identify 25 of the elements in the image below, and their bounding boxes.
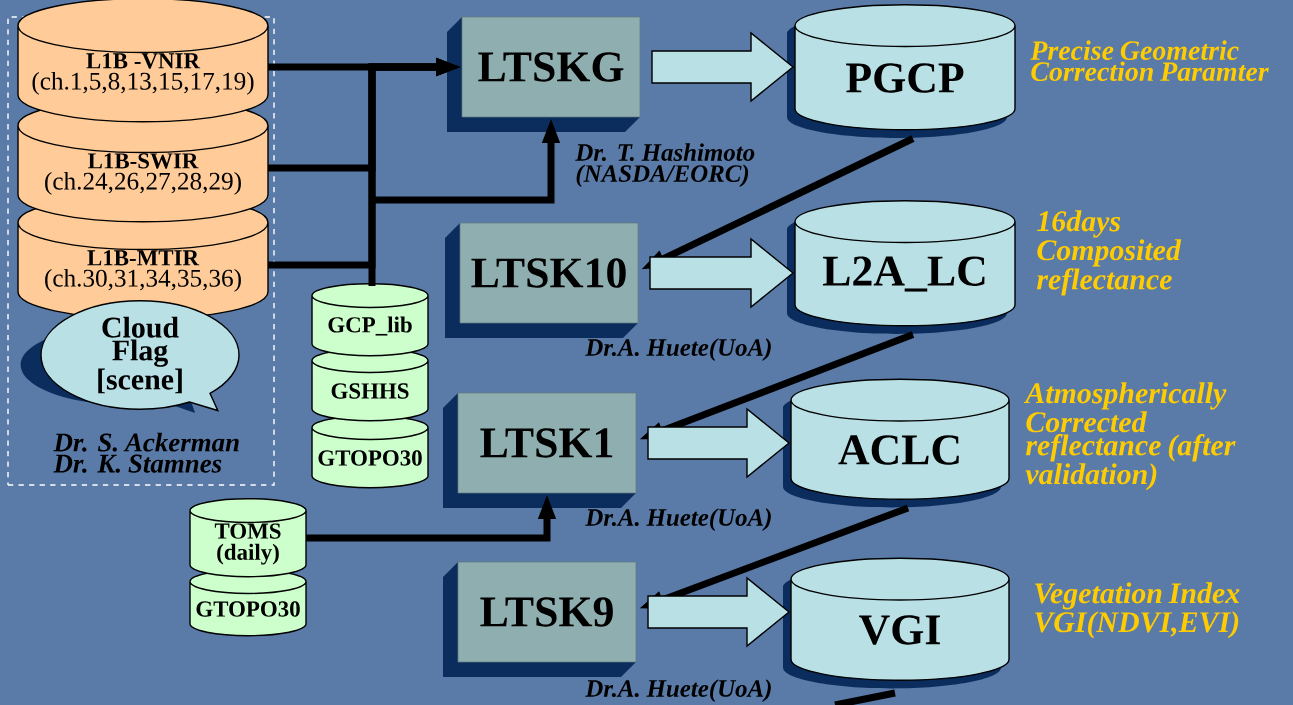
annotation: Dr.A. Huete(UoA) [585,508,771,531]
process-box: LTSK10 [445,222,639,338]
annotation: 16days Composited reflectance [1036,210,1182,296]
database-cylinder: GTOPO30 [311,415,429,489]
annotation: Precise Geometric Correction Paramter [1030,40,1269,82]
process-box: LTSKG [447,16,641,132]
database-cylinder: L1B -VNIR (ch.1,5,8,13,15,17,19) [17,0,269,123]
process-box: LTSK9 [443,561,637,677]
speech-bubble: Cloud Flag [scene] [20,300,240,413]
annotation: Vegetation Index VGI(NDVI,EVI) [1035,582,1240,639]
annotation: Dr.A. Huete(UoA) [585,679,771,702]
block-arrow [647,576,791,648]
annotation: Dr. T. Hashimoto (NASDA/EORC) [575,143,755,187]
block-arrow [647,407,791,479]
block-arrow [649,237,795,309]
database-cylinder: L2A_LC [787,200,1016,334]
database-cylinder: PGCP [787,4,1016,138]
database-cylinder: TOMS (daily) [189,498,307,578]
annotation: Dr.A. Huete(UoA) [585,338,771,361]
block-arrow [651,31,795,103]
database-cylinder: GCP_lib [311,283,429,357]
process-box: LTSK1 [443,392,637,508]
database-cylinder: VGI [783,557,1010,689]
database-cylinder: ACLC [783,378,1010,508]
annotation: Atmospherically Corrected reflectance (after validation) [1023,382,1236,491]
